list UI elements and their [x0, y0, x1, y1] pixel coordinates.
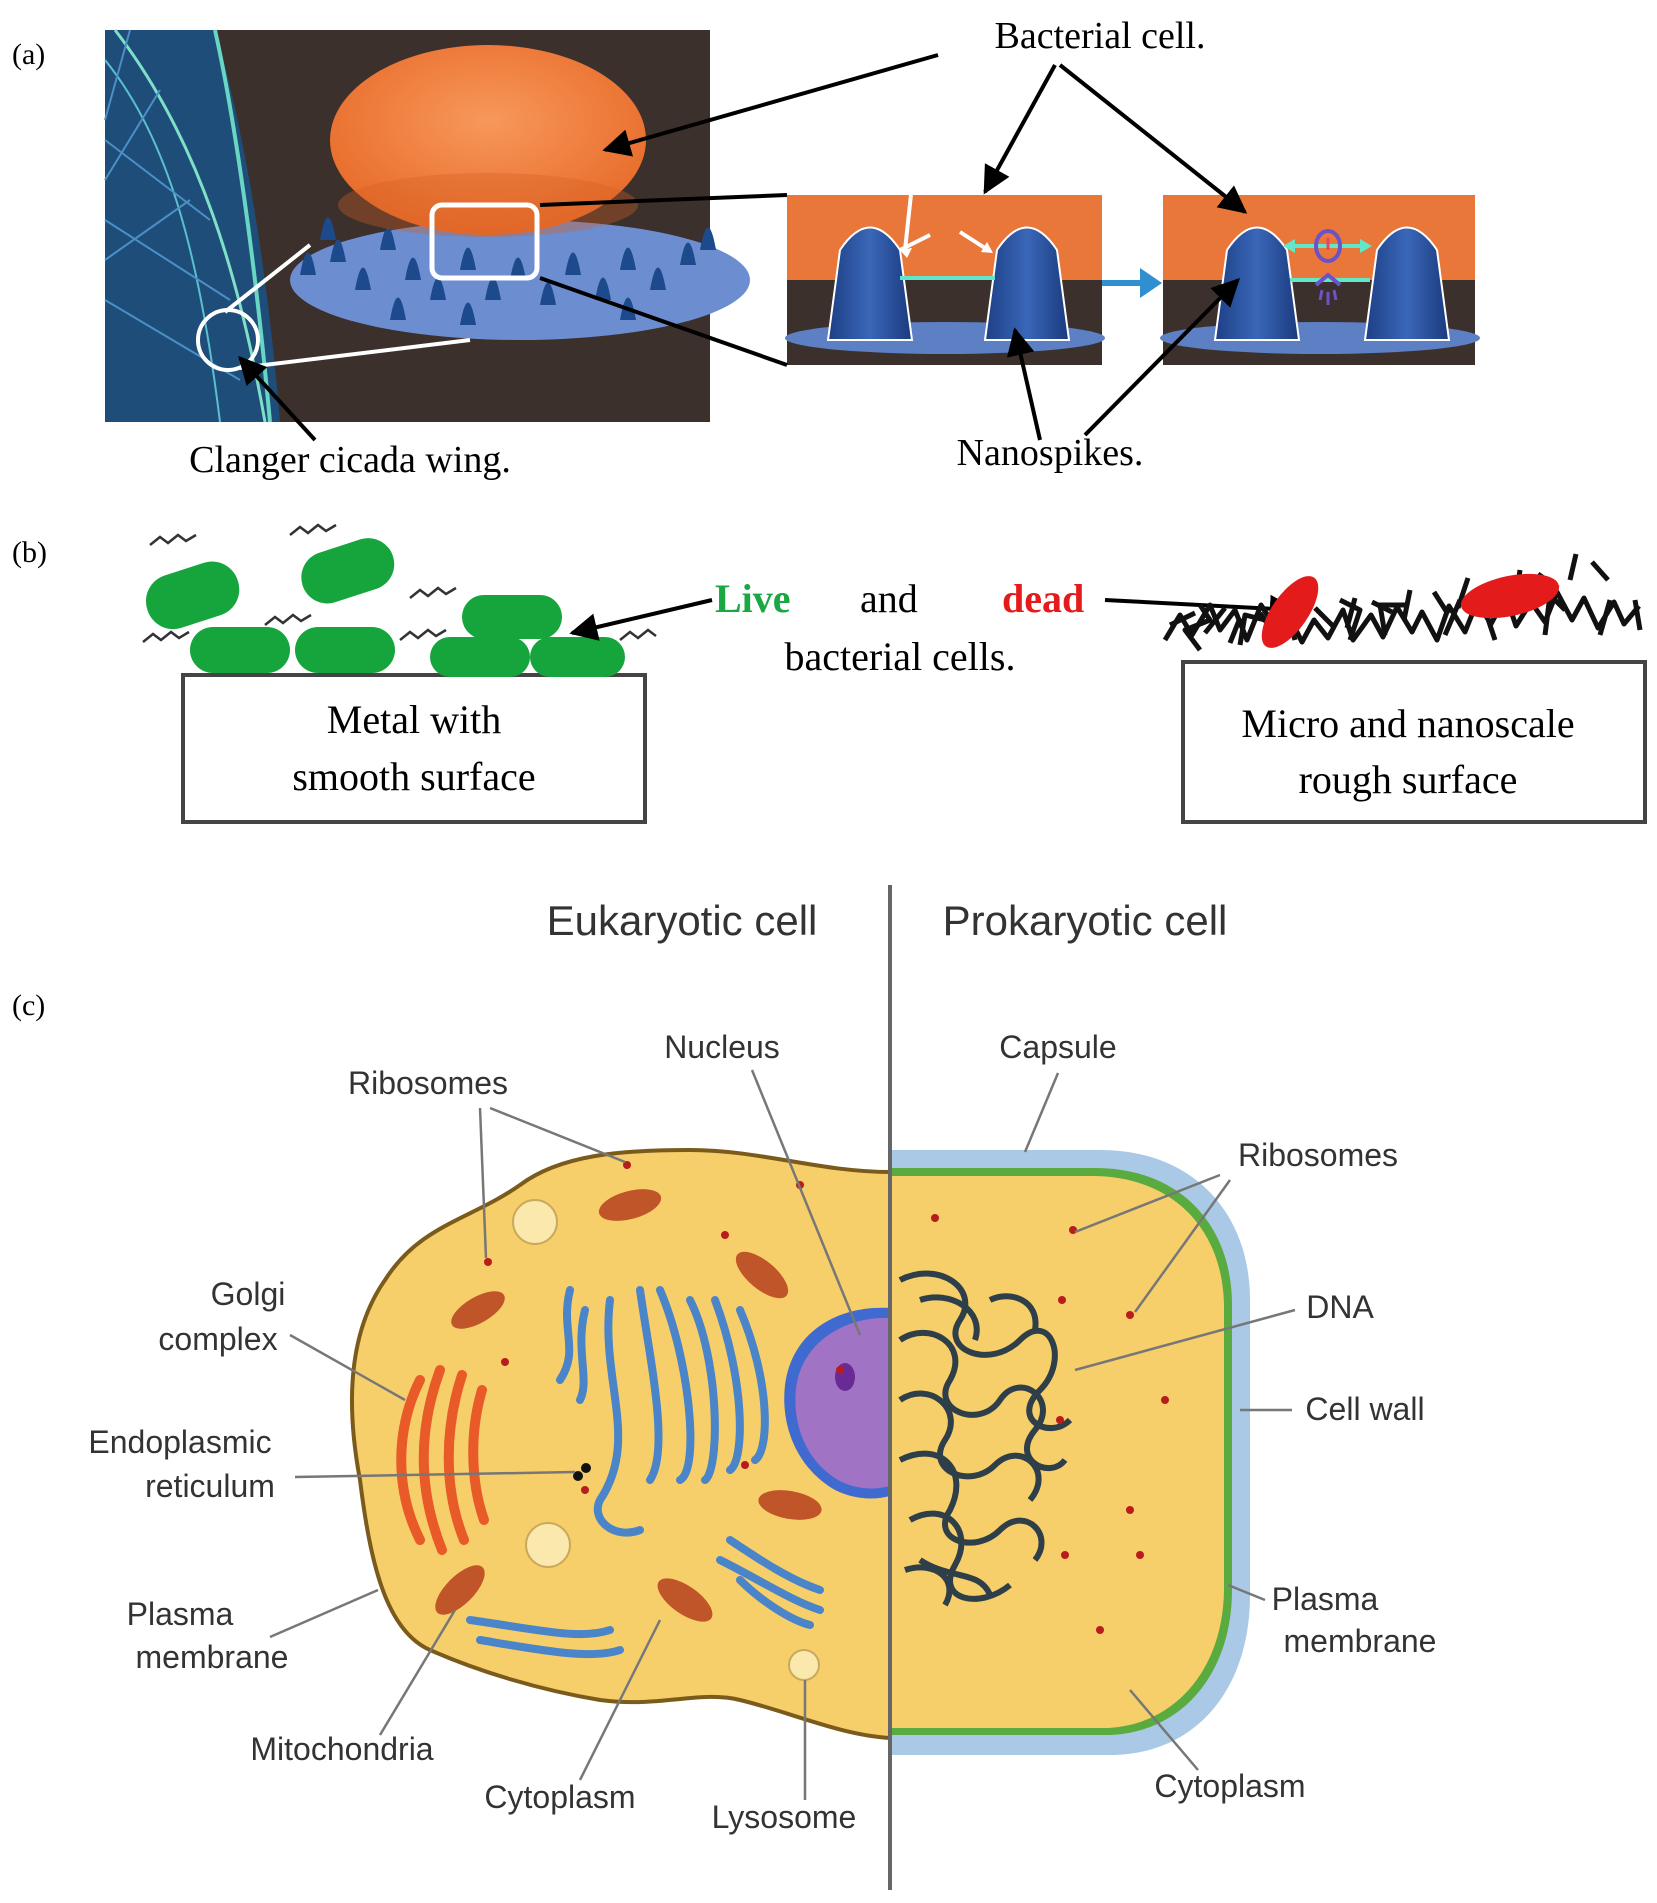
eu-ribosomes-label: Ribosomes: [348, 1065, 508, 1101]
nanospike-inset-2: [1160, 195, 1480, 365]
bacterial-cell-label: Bacterial cell.: [995, 15, 1206, 57]
pro-ribosomes-label: Ribosomes: [1238, 1137, 1398, 1173]
rough-surface-label-line1: Micro and nanoscale: [1241, 701, 1574, 746]
dead-bacterium: [1261, 576, 1319, 648]
transition-arrow-icon: [1102, 268, 1162, 298]
eu-golgi-label-1: Golgi: [211, 1276, 286, 1312]
eu-cytoplasm-label: Cytoplasm: [484, 1779, 635, 1815]
pro-capsule-label: Capsule: [999, 1029, 1116, 1065]
and-word: and: [860, 576, 918, 621]
cicada-wing-label: Clanger cicada wing.: [189, 439, 511, 481]
eu-lysosome-label: Lysosome: [712, 1799, 857, 1835]
eu-er-label-2: reticulum: [145, 1468, 275, 1504]
pro-plasma-label-1: Plasma: [1272, 1581, 1379, 1617]
bacterial-cells-line: bacterial cells.: [785, 634, 1016, 679]
eu-plasma-label-1: Plasma: [127, 1596, 234, 1632]
live-word: Live: [715, 576, 791, 621]
label-leader-lines: [269, 1069, 1296, 1800]
smooth-surface-box: [181, 673, 647, 824]
pro-cell-wall-label: Cell wall: [1305, 1391, 1424, 1427]
nanospikes-label: Nanospikes.: [957, 432, 1144, 474]
rough-nanotexture: [1162, 553, 1643, 652]
dead-word: dead: [1002, 576, 1084, 621]
prokaryote-ribosomes: [931, 1214, 1169, 1634]
nanospike-inset-1: [785, 0, 1105, 365]
panel-a: (a): [12, 0, 1480, 481]
panel-a-tag: (a): [12, 38, 45, 71]
eu-nucleus-label: Nucleus: [664, 1029, 780, 1065]
eu-plasma-label-2: membrane: [136, 1639, 289, 1675]
rough-surface-label-line2: rough surface: [1299, 757, 1518, 802]
dna-coil: [898, 1270, 1073, 1607]
eukaryotic-title: Eukaryotic cell: [547, 897, 818, 944]
panel-b: (b) Metal with smooth surface: [12, 523, 1647, 824]
eu-er-label-1: Endoplasmic: [88, 1424, 271, 1460]
eukaryotic-cell: [350, 1147, 892, 1741]
pro-dna-label: DNA: [1306, 1289, 1374, 1325]
panel-b-tag: (b): [12, 536, 47, 569]
live-bacteria: [142, 523, 657, 677]
pro-plasma-label-2: membrane: [1284, 1623, 1437, 1659]
pro-cytoplasm-label: Cytoplasm: [1154, 1768, 1305, 1804]
eu-golgi-label-2: complex: [158, 1321, 277, 1357]
prokaryotic-title: Prokaryotic cell: [943, 897, 1228, 944]
prokaryotic-cell: [890, 1150, 1250, 1755]
smooth-surface-label-line1: Metal with: [327, 697, 501, 742]
smooth-surface-label-line2: smooth surface: [292, 754, 535, 799]
rough-surface-box: [1181, 660, 1647, 824]
panel-c-tag: (c): [12, 989, 45, 1022]
panel-c: (c) Eukaryotic cell Prokaryotic cell: [12, 885, 1436, 1890]
cicada-wing-illustration: [104, 29, 750, 423]
eu-mitochondria-label: Mitochondria: [250, 1731, 433, 1767]
dead-bacterium: [1460, 573, 1560, 619]
